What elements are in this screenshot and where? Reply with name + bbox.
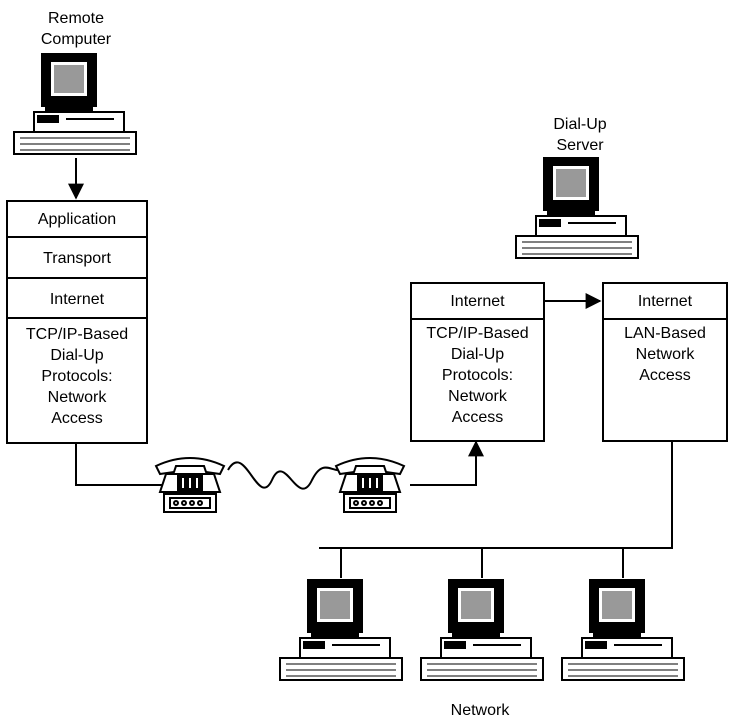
remote-computer-label-line-2: Computer xyxy=(40,31,112,48)
transport-layer: Transport xyxy=(8,238,146,279)
server-access-line-3: Protocols: xyxy=(441,367,514,384)
remote-computer-label-line-1: Remote xyxy=(47,10,105,27)
dialup-server-label-line-2: Server xyxy=(556,137,604,154)
modem-to-server-line xyxy=(410,440,484,486)
application-layer: Application xyxy=(8,202,146,238)
server-access-line-1: TCP/IP-Based xyxy=(426,325,529,342)
access-line-5: Access xyxy=(51,410,103,427)
network-access-layer: TCP/IP-Based Dial-Up Protocols: Network … xyxy=(8,320,146,429)
access-line-1: TCP/IP-Based xyxy=(25,326,129,343)
lan-internet-layer: Internet xyxy=(604,284,726,320)
dialup-server-icon xyxy=(515,157,639,259)
network-label: Network xyxy=(450,702,510,719)
server-telephone-modem-icon xyxy=(334,457,406,513)
dialup-server-label-line-1: Dial-Up xyxy=(553,116,607,133)
server-internet-layer: Internet xyxy=(412,284,543,320)
lan-access-line-1: LAN-Based xyxy=(624,325,706,342)
server-lan-stack: Internet LAN-Based Network Access xyxy=(602,282,728,442)
access-line-2: Dial-Up xyxy=(50,347,104,364)
access-line-4: Network xyxy=(47,389,107,406)
dialup-server-label: Dial-Up Server xyxy=(520,114,640,156)
network-computer-3-icon xyxy=(561,579,685,681)
remote-computer-icon xyxy=(13,53,137,155)
network-computer-2-icon xyxy=(420,579,544,681)
lan-access-line-2: Network xyxy=(635,346,695,363)
remote-computer-label: Remote Computer xyxy=(16,8,136,50)
lan-bus xyxy=(319,442,673,549)
remote-telephone-modem-icon xyxy=(154,457,226,513)
server-dialup-stack: Internet TCP/IP-Based Dial-Up Protocols:… xyxy=(410,282,545,442)
lan-access-line-3: Access xyxy=(639,367,691,384)
remote-protocol-stack: Application Transport Internet TCP/IP-Ba… xyxy=(6,200,148,444)
server-access-line-2: Dial-Up xyxy=(450,346,505,363)
internet-layer: Internet xyxy=(8,279,146,319)
access-line-3: Protocols: xyxy=(41,368,113,385)
phone-line-wave xyxy=(227,461,339,490)
lan-network-access-layer: LAN-Based Network Access xyxy=(604,320,726,386)
server-access-line-5: Access xyxy=(451,409,504,426)
server-network-access-layer: TCP/IP-Based Dial-Up Protocols: Network … xyxy=(412,320,543,428)
server-access-line-4: Network xyxy=(448,388,507,405)
remote-to-modem-line xyxy=(75,444,165,486)
network-computer-1-icon xyxy=(279,579,403,681)
